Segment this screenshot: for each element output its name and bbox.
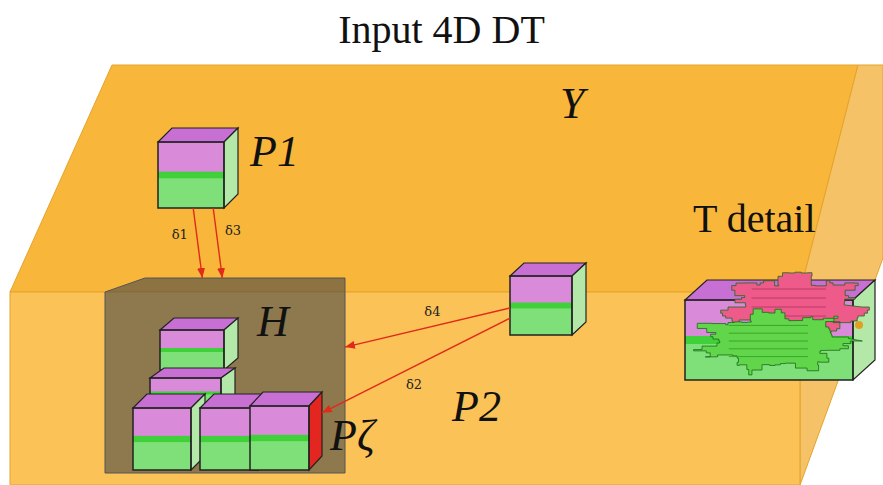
cube-face <box>160 350 224 370</box>
slab-top <box>10 65 858 292</box>
cube-edge <box>158 142 224 208</box>
cube-edge <box>133 408 191 470</box>
cube-band <box>133 436 191 442</box>
cube-edge <box>160 330 224 370</box>
node-label: H <box>257 300 289 344</box>
space-region: Y P1H Pζ P2 <box>0 60 883 485</box>
node-label: P2 <box>452 385 501 429</box>
patch-cube <box>250 392 322 470</box>
cube-face <box>224 318 238 370</box>
edge-label: δ4 <box>422 305 442 318</box>
cube-face <box>133 439 191 470</box>
cube-face <box>158 142 224 175</box>
edge-label: δ1 <box>170 228 190 241</box>
cube-front <box>158 142 224 208</box>
node-label: Y <box>560 82 584 126</box>
node-outline <box>250 392 322 470</box>
fractal-bottom <box>694 309 863 375</box>
cube-band <box>510 303 572 309</box>
cube-front <box>510 276 572 335</box>
fractal-contour <box>729 356 808 357</box>
cube-face <box>133 408 191 439</box>
node-outline <box>158 128 238 208</box>
cube-face <box>309 392 322 470</box>
patch-cube: Pζ <box>250 392 322 470</box>
fractal-contour <box>752 307 826 308</box>
cube-band <box>250 435 309 441</box>
cube-face <box>160 330 224 350</box>
patch-cube <box>158 128 238 208</box>
node-label: Pζ <box>330 414 375 458</box>
fractal-contour <box>729 333 808 334</box>
edge-label: δ3 <box>223 224 243 237</box>
cube-face <box>250 438 309 470</box>
fractal-dot <box>855 321 863 329</box>
diagram-title: Input 4D DT <box>0 8 883 52</box>
hull-region: H Pζ <box>105 278 345 473</box>
cube-face <box>150 378 221 393</box>
patch-cube: P2 <box>510 263 586 335</box>
fractal-contour <box>752 298 826 299</box>
cube-front <box>160 330 224 370</box>
cube-face <box>572 263 586 335</box>
cube-face <box>158 175 224 208</box>
cube-face <box>224 128 238 208</box>
fractal-contour <box>729 348 808 349</box>
detail-cube: T detail <box>683 195 878 383</box>
cube-face <box>510 306 572 336</box>
cube-edge <box>250 406 309 470</box>
fractal-contour <box>729 341 808 342</box>
fractal-contour <box>752 289 826 290</box>
node-label: P1 <box>250 130 299 174</box>
delta-arrow <box>322 318 510 413</box>
cube-face <box>853 280 875 380</box>
cube-front <box>133 408 191 470</box>
cube-front <box>250 406 309 470</box>
node-label: T detail <box>693 199 816 239</box>
cube-band <box>158 172 224 179</box>
slab-side <box>800 65 883 485</box>
cube-band <box>160 348 224 352</box>
node-outline <box>510 263 586 335</box>
cube-face <box>510 276 572 306</box>
cube-face <box>250 406 309 438</box>
cube-edge <box>510 276 572 335</box>
fractal-contour <box>729 325 808 326</box>
delta-arrow <box>193 208 202 278</box>
delta-arrow <box>213 208 222 278</box>
edge-label: δ2 <box>404 378 424 391</box>
hull-shade <box>105 278 345 473</box>
patch-cube: P1 <box>158 128 238 208</box>
patch-cube <box>510 263 586 335</box>
